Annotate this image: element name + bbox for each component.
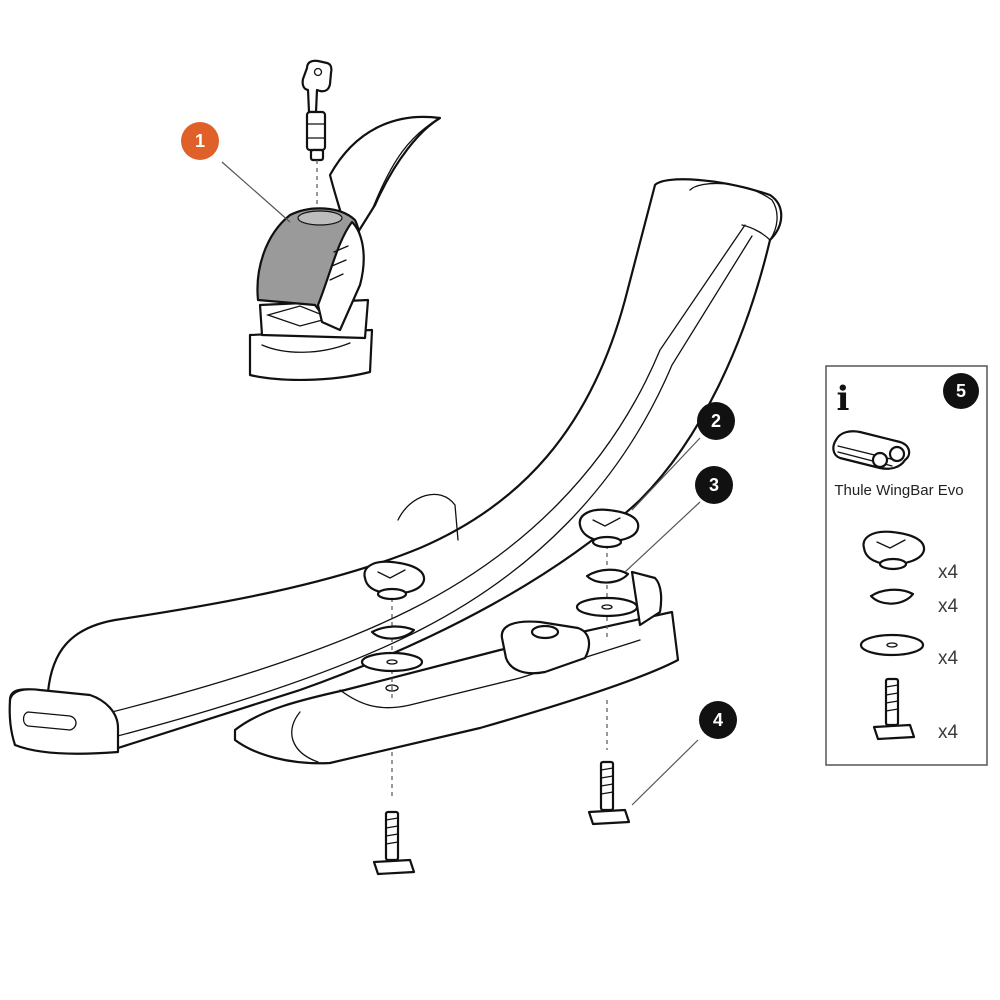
knob-icon [578,508,640,549]
callout-4: 4 [699,701,737,739]
t-bolt-left [372,810,416,876]
flat-washer-icon [859,633,925,657]
callout-5: 5 [943,373,979,409]
svg-text:1: 1 [195,131,205,151]
product-caption: Thule WingBar Evo [834,482,963,499]
lock-cap-detail [248,59,442,381]
qty-curved-washer: x4 [938,596,959,617]
info-icon: i [837,379,850,419]
svg-text:3: 3 [709,475,719,495]
flat-washer-icon [575,596,639,618]
t-bolt-icon [872,677,916,741]
qty-knob: x4 [938,562,959,583]
knob-icon [363,560,426,601]
svg-text:5: 5 [956,381,966,401]
info-panel: i 5 Thule WingBar Evo x4 x4 x4 [825,365,988,766]
curved-washer-icon [869,588,915,605]
hardware-stack-right [575,508,640,618]
hardware-stack-left [360,560,426,692]
curved-washer-icon [370,625,416,640]
callout-1: 1 [181,122,219,160]
wingbar-icon [832,430,911,470]
flat-washer-icon [360,651,424,673]
qty-flat-washer: x4 [938,648,959,669]
callout-2: 2 [697,402,735,440]
key-icon [301,59,333,162]
qty-t-bolt: x4 [938,722,959,743]
callout-3: 3 [695,466,733,504]
t-bolt-right [587,760,631,826]
curved-washer-icon [585,568,630,584]
svg-text:2: 2 [711,411,721,431]
roof-rack-foot [8,178,783,765]
svg-text:4: 4 [713,710,723,730]
knob-icon [862,530,926,571]
